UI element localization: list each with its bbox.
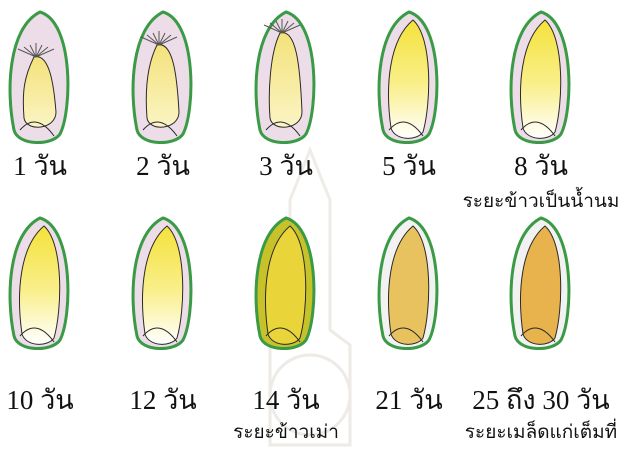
- grain-stage-3: [256, 12, 314, 143]
- stage-label: 3 วัน: [259, 153, 313, 180]
- grain-stage-4: [379, 12, 437, 143]
- stage-caption: ระยะข้าวเป็นน้ำนม: [463, 192, 620, 211]
- grain-stage-7: [133, 218, 191, 349]
- grain-stage-8: [256, 218, 314, 349]
- grain-stage-6: [10, 218, 68, 349]
- stage-label: 14 วัน: [252, 387, 319, 414]
- grain-stage-1: [10, 12, 68, 143]
- grain-stage-9: [379, 218, 437, 349]
- stage-caption: ระยะข้าวเม่า: [233, 423, 339, 442]
- stage-label: 1 วัน: [13, 153, 67, 180]
- grain-stage-2: [133, 12, 191, 143]
- grain-stage-5: [511, 12, 569, 143]
- stage-label: 21 วัน: [375, 387, 442, 414]
- stage-label: 25 ถึง 30 วัน: [472, 387, 609, 414]
- stage-label: 5 วัน: [382, 153, 436, 180]
- stage-label: 10 วัน: [6, 387, 73, 414]
- stage-label: 12 วัน: [129, 387, 196, 414]
- grain-stage-10: [511, 218, 569, 349]
- stage-label: 2 วัน: [136, 153, 190, 180]
- stage-caption: ระยะเมล็ดแก่เต็มที่: [465, 423, 617, 442]
- stage-label: 8 วัน: [514, 153, 568, 180]
